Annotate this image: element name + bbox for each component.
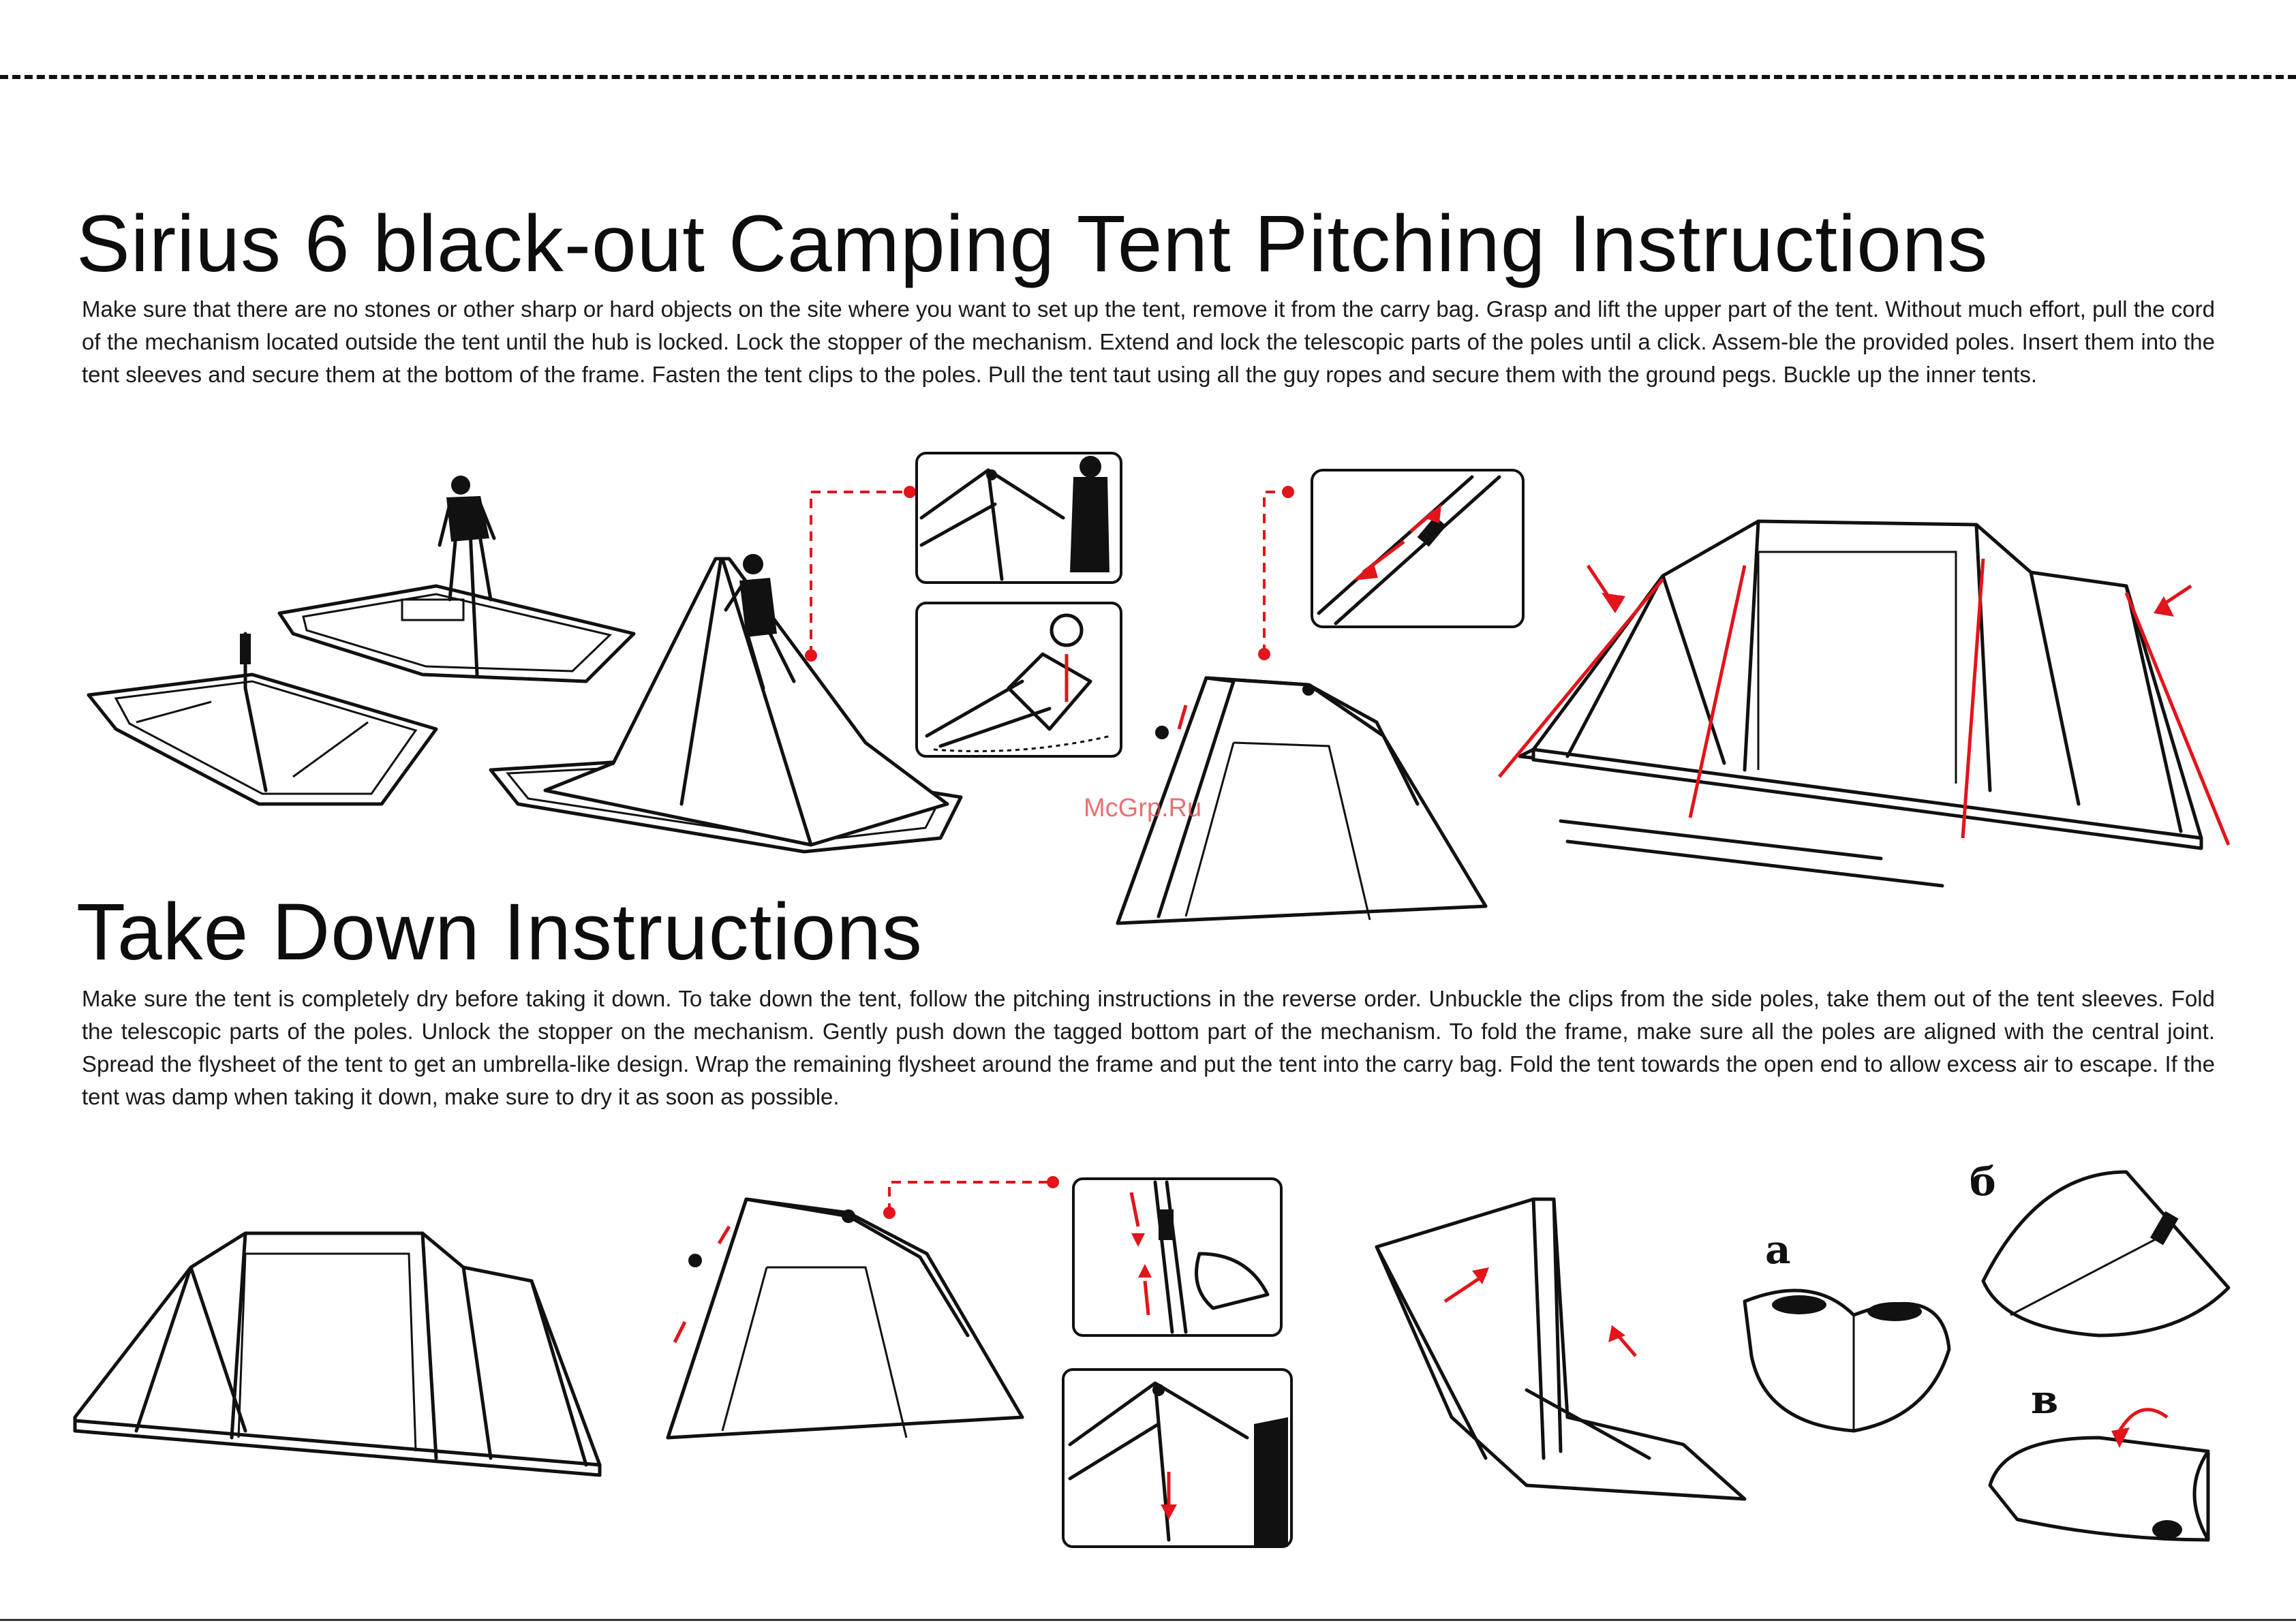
fold-step-label-a: а <box>1765 1226 1791 1273</box>
pitching-illustrations <box>87 452 2231 925</box>
detail-box-push-hub <box>1062 1368 1293 1548</box>
takedown-instructions-text: Make sure the tent is completely dry bef… <box>82 986 2215 1109</box>
tent-side-unclip-illustration <box>666 1197 1024 1440</box>
person-lifting-tent-illustration <box>277 476 636 683</box>
top-dashed-cut-line <box>0 75 2296 79</box>
fold-step-c-illustration <box>1988 1408 2210 1542</box>
tent-raised-with-person-illustration <box>489 554 963 854</box>
tent-laid-flat-illustration <box>87 632 438 806</box>
fold-step-a-illustration <box>1743 1288 1951 1433</box>
detail-box-pull-cord <box>915 452 1122 584</box>
tent-side-sleeves-illustration <box>1116 676 1488 925</box>
full-tent-takedown-illustration <box>73 1231 602 1477</box>
detail-box-hub-lock <box>915 602 1122 758</box>
detail-box-fold-pole <box>1072 1177 1283 1337</box>
takedown-title: Take Down Instructions <box>76 887 923 977</box>
bottom-rule <box>0 1619 2296 1621</box>
fold-step-label-v: в <box>2031 1376 2059 1423</box>
detail-box-telescopic-pole <box>1311 469 1525 628</box>
takedown-illustrations <box>73 1170 2231 1548</box>
watermark: McGrp.Ru <box>1084 794 1202 822</box>
fold-step-label-b: б <box>1970 1158 1996 1205</box>
pitching-instructions-text: Make sure that there are no stones or ot… <box>82 296 2215 387</box>
tent-umbrella-fold-illustration <box>1375 1197 1747 1501</box>
fold-step-b-illustration <box>1981 1170 2231 1338</box>
pitching-title: Sirius 6 black-out Camping Tent Pitching… <box>76 199 1989 289</box>
full-tent-pitched-illustration <box>1498 519 2231 888</box>
